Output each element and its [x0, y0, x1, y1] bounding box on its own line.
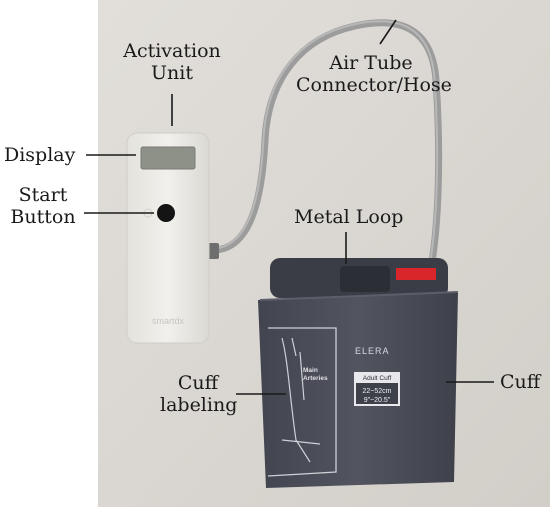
label-air-tube: Air Tube Connector/Hose — [296, 52, 452, 96]
label-start-button-line1: Start — [18, 184, 68, 206]
label-start-button: Start Button — [4, 184, 82, 228]
air-tube-hose — [209, 19, 443, 266]
leader-lines — [84, 19, 494, 395]
label-display: Display — [4, 144, 76, 166]
label-activation-unit: Activation Unit — [108, 40, 236, 84]
label-air-tube-line2: Connector/Hose — [296, 74, 452, 96]
label-activation-unit-line1: Activation — [123, 40, 221, 62]
cuff-size-cm: 22~52cm — [363, 388, 392, 395]
activation-unit: smartdx — [126, 132, 210, 344]
main-arteries-line2: Arteries — [303, 375, 328, 382]
cuff-red-tab — [396, 268, 436, 280]
device-logo: smartdx — [152, 316, 185, 326]
main-arteries-line1: Main — [303, 367, 318, 374]
label-metal-loop: Metal Loop — [294, 206, 404, 228]
label-cuff-labeling-line2: labeling — [160, 394, 238, 416]
label-cuff: Cuff — [500, 371, 541, 393]
cuff-brand: ELERA — [355, 346, 390, 356]
label-air-tube-line1: Air Tube — [329, 52, 413, 74]
cuff-size-in: 9"~20.5" — [364, 397, 391, 404]
start-button — [157, 204, 175, 222]
artery-illustration — [281, 337, 321, 463]
label-cuff-labeling: Cuff labeling — [160, 372, 238, 416]
label-cuff-labeling-line1: Cuff — [177, 372, 219, 394]
cuff: ELERA Main Arteries Adult Cuff 22~52cm 9… — [258, 258, 459, 488]
display-screen — [140, 146, 196, 170]
cuff-size-title: Adult Cuff — [363, 375, 392, 382]
label-activation-unit-line2: Unit — [151, 62, 193, 84]
metal-loop — [340, 266, 390, 292]
label-start-button-line2: Button — [10, 206, 76, 228]
leader-air-tube — [379, 19, 397, 45]
